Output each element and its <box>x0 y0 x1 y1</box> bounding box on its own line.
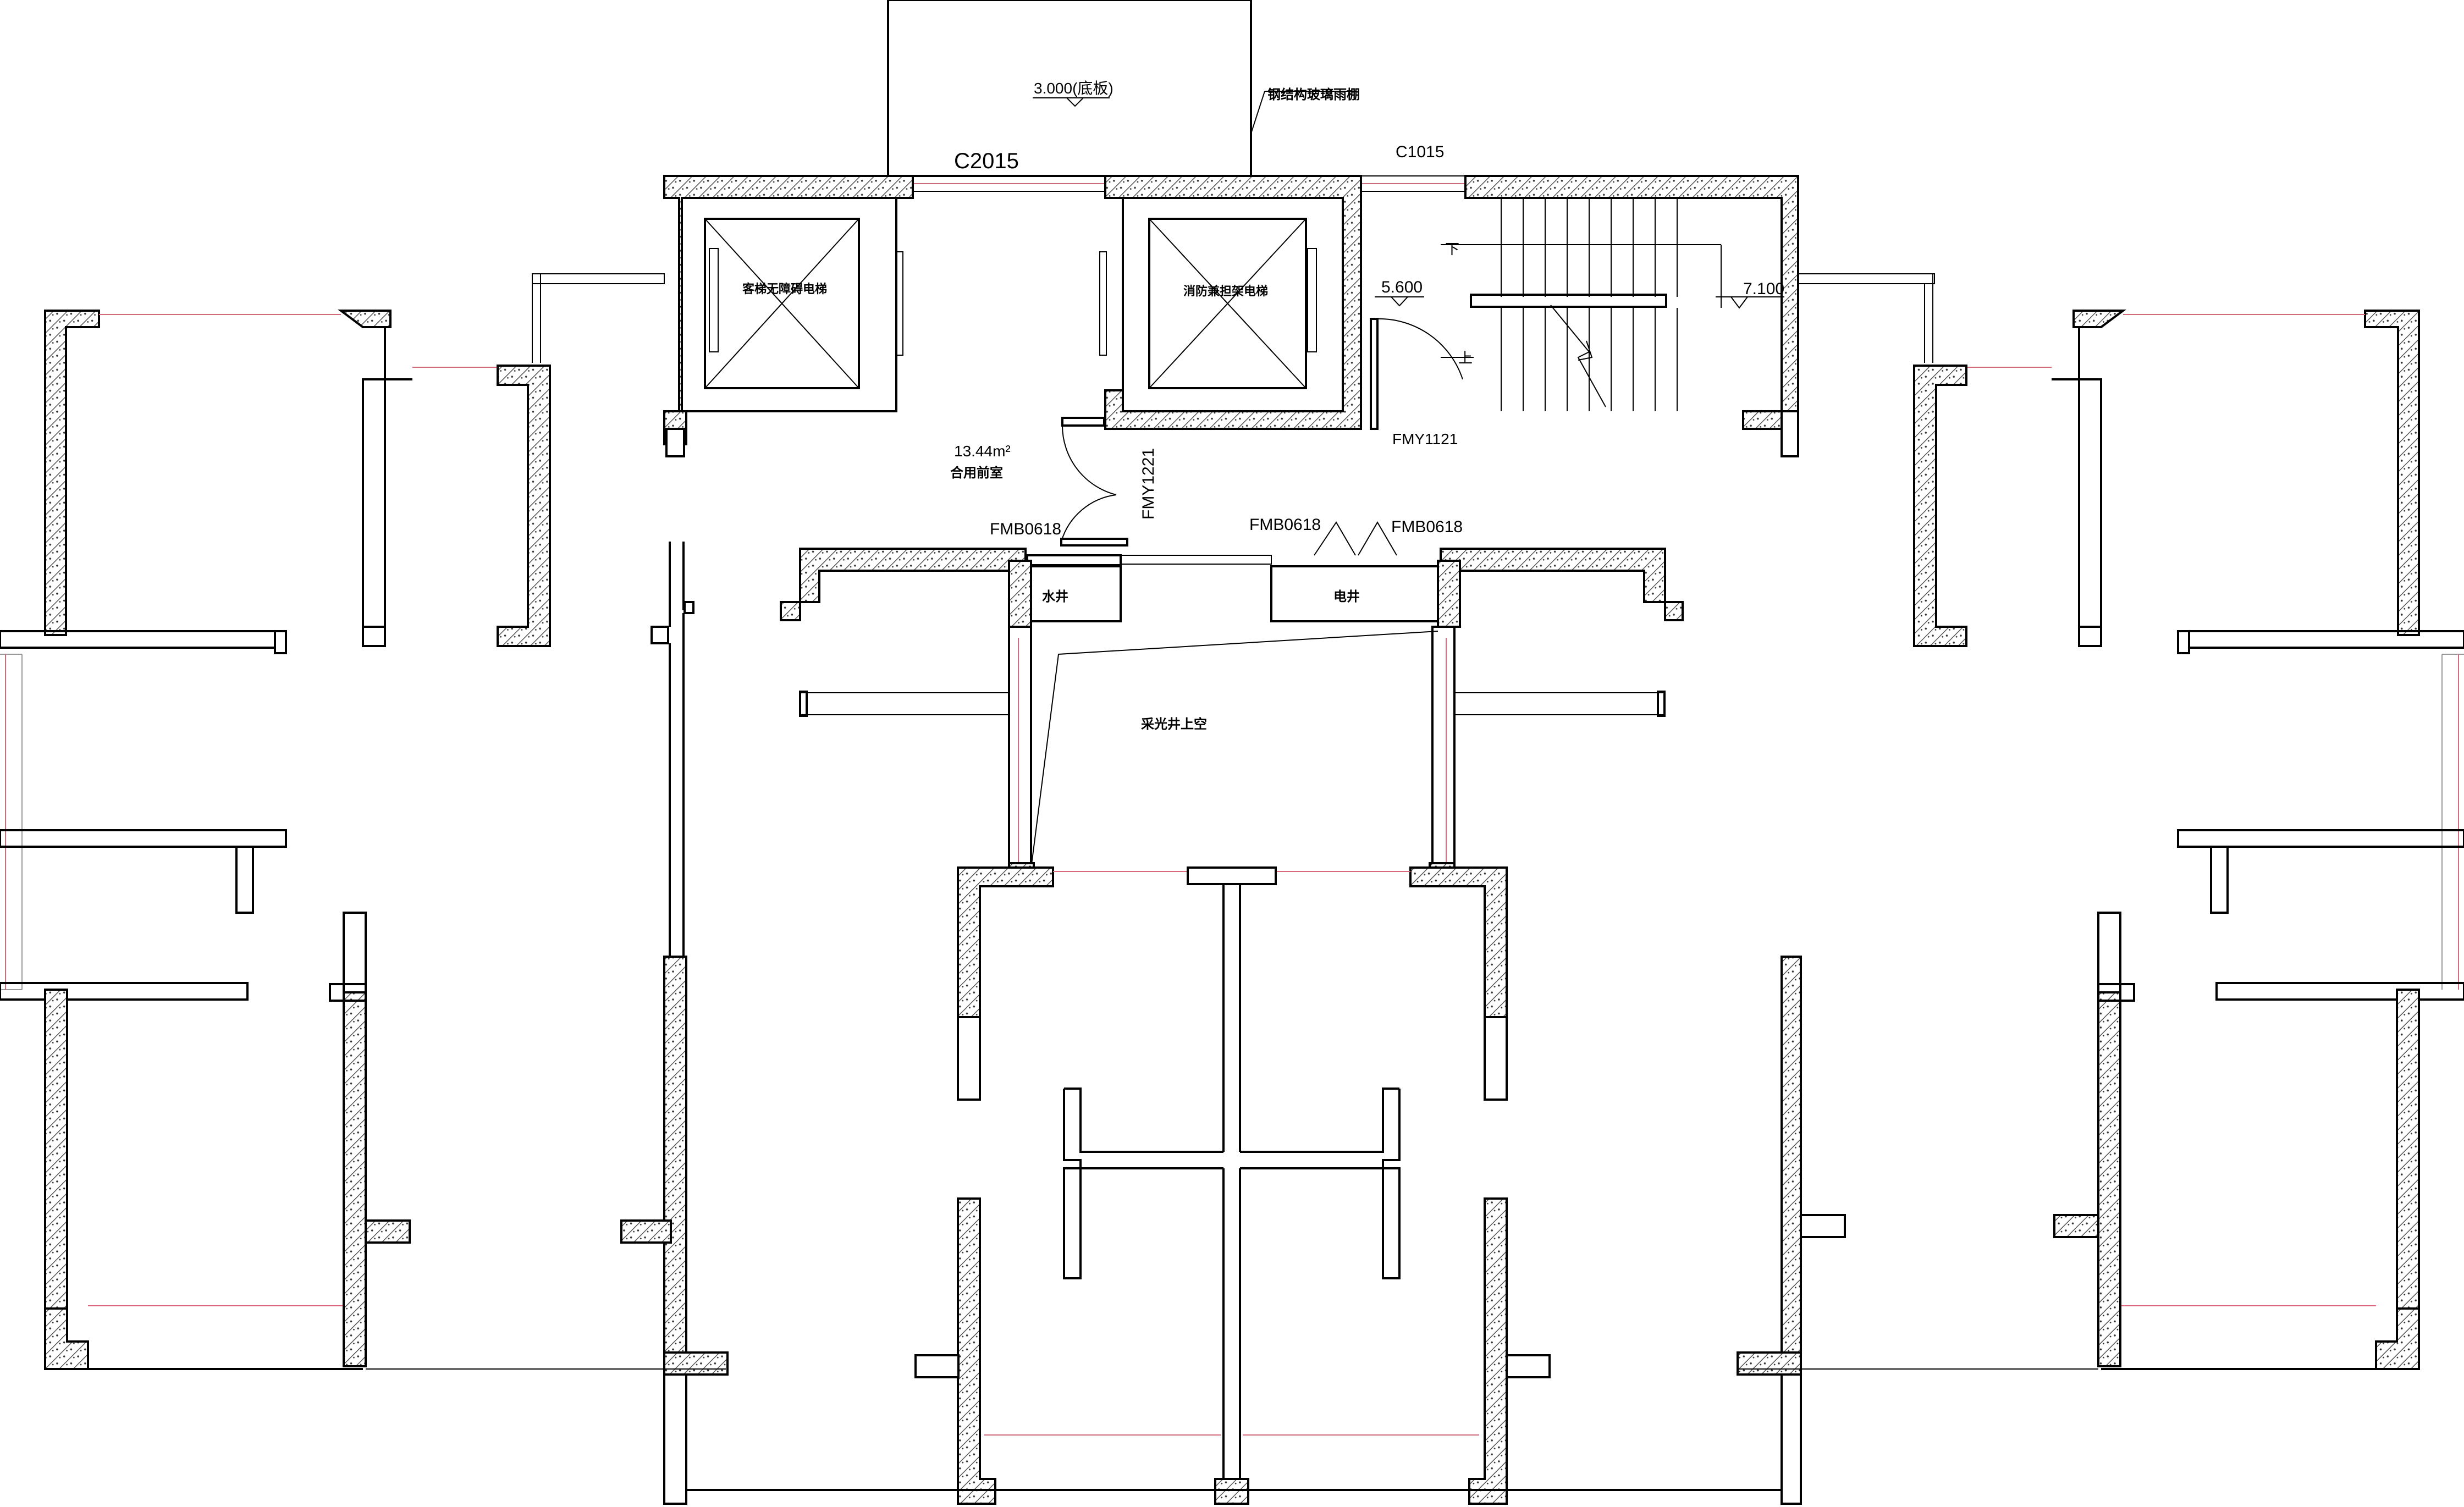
electric-shaft-label: 电井 <box>1333 589 1360 604</box>
door-fmb0618-label: FMB0618 <box>990 520 1061 538</box>
window-c2015-label: C2015 <box>954 149 1019 173</box>
lightwell <box>799 626 1666 886</box>
stair-down-label: 下 <box>1445 241 1459 257</box>
elevator-left-label: 客梯无障碍电梯 <box>742 282 827 296</box>
level-5600-label: 5.600 <box>1381 278 1423 296</box>
center-units <box>914 866 1551 1505</box>
stair-treads <box>1441 198 1722 411</box>
elevator-right-label: 消防兼担架电梯 <box>1183 284 1268 299</box>
level-7100-label: 7.100 <box>1743 280 1784 298</box>
water-shaft-label: 水井 <box>1042 589 1068 604</box>
door-fmy1121-label: FMY1121 <box>1392 430 1458 448</box>
corridor-walls <box>620 542 1846 1505</box>
stair-up-label: 上 <box>1458 350 1473 366</box>
door-fmy1221-label: FMY1221 <box>1139 448 1157 520</box>
area-room-label: 合用前室 <box>950 465 1003 481</box>
lobby-doors <box>1060 417 1397 556</box>
door-fmb0618-label: FMB0618 <box>1249 516 1321 534</box>
canopy-note-label: 钢结构玻璃雨棚 <box>1267 87 1360 102</box>
left-wing <box>0 310 726 1370</box>
service-shafts <box>780 548 1684 628</box>
elevator-core <box>532 175 1935 457</box>
plan-labels: 3.000(底板) 钢结构玻璃雨棚 C2015 C1015 客梯无障碍电梯 消防… <box>742 80 1784 732</box>
right-wing <box>1738 310 2464 1370</box>
door-fmb0618-label: FMB0618 <box>1391 518 1463 536</box>
area-value-label: 13.44m² <box>954 443 1011 460</box>
canopy-level-label: 3.000(底板) <box>1034 80 1114 97</box>
lightwell-label: 采光井上空 <box>1141 716 1207 732</box>
window-c1015-label: C1015 <box>1396 143 1444 161</box>
